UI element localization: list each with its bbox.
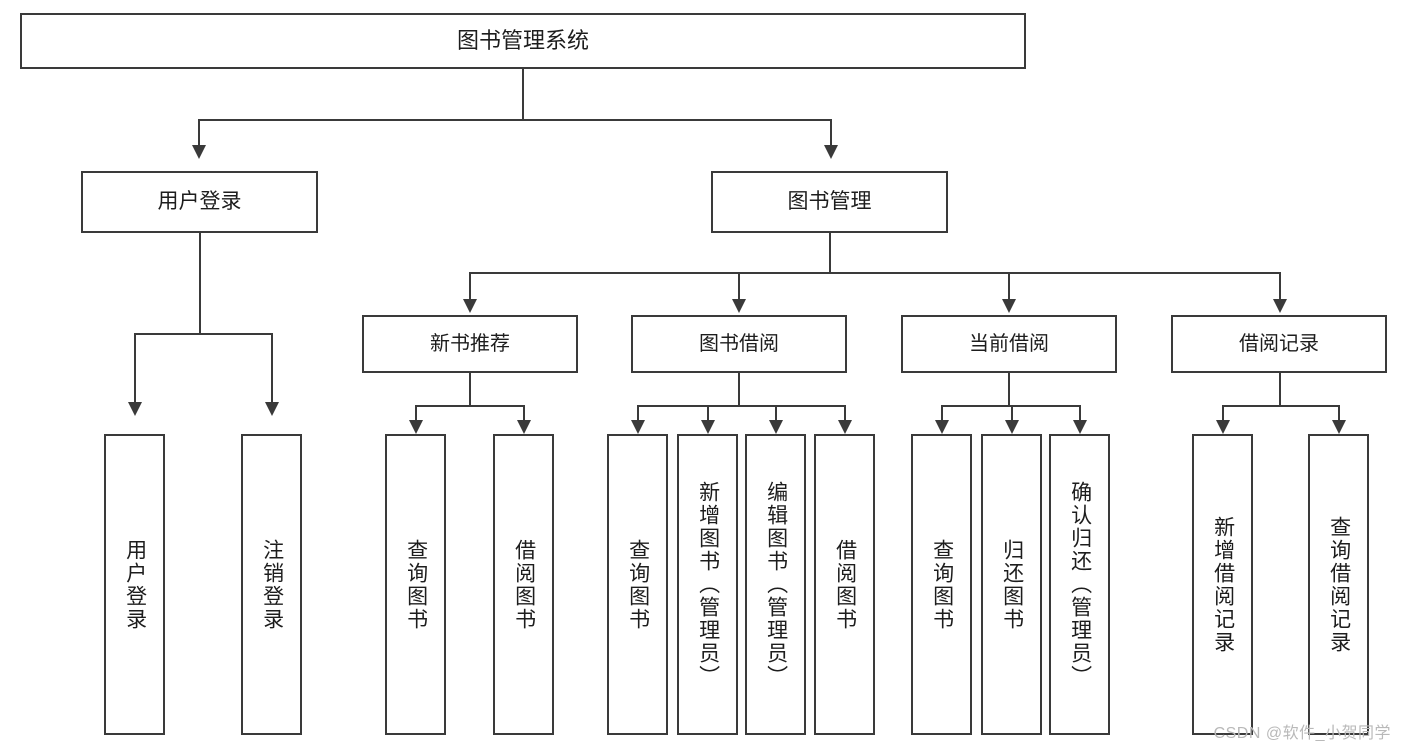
connector-bb-to-leaf-3 [775, 405, 777, 421]
connector-br-to-leaf-2 [1338, 405, 1340, 421]
connector-bb-to-leaf-1 [637, 405, 639, 421]
connector-book-borrow-stem [738, 373, 740, 406]
arrowhead-bb-to-leaf-2 [701, 420, 715, 434]
connector-root-stem [522, 69, 524, 120]
arrowhead-bb-to-leaf-3 [769, 420, 783, 434]
connector-cb-to-leaf-1 [941, 405, 943, 421]
leaf-label: 新增图书（管理员） [696, 481, 720, 688]
arrowhead-bm-to-new-book [463, 299, 477, 313]
leaf-label: 编辑图书（管理员） [764, 481, 788, 688]
leaf-user-logout[interactable]: 注销登录 [241, 434, 302, 735]
arrowhead-br-to-leaf-1 [1216, 420, 1230, 434]
leaf-confirm-return-admin[interactable]: 确认归还（管理员） [1049, 434, 1110, 735]
connector-nb-to-leaf-1 [415, 405, 417, 421]
leaf-label: 查询图书 [404, 538, 428, 631]
connector-new-book-bus [415, 405, 524, 407]
arrowhead-cb-to-leaf-1 [935, 420, 949, 434]
leaf-query-borrow-record[interactable]: 查询借阅记录 [1308, 434, 1369, 735]
connector-borrow-record-bus [1222, 405, 1339, 407]
arrowhead-user-login-to-leaf-1 [128, 402, 142, 416]
leaf-label: 查询图书 [930, 538, 954, 631]
arrowhead-cb-to-leaf-2 [1005, 420, 1019, 434]
connector-current-borrow-stem [1008, 373, 1010, 406]
leaf-query-book-current[interactable]: 查询图书 [911, 434, 972, 735]
connector-bm-to-new-book [469, 272, 471, 300]
arrowhead-root-to-book-management [824, 145, 838, 159]
connector-root-to-book-management [830, 119, 832, 146]
leaf-label: 用户登录 [123, 538, 147, 631]
connector-book-borrow-bus [637, 405, 845, 407]
connector-borrow-record-stem [1279, 373, 1281, 406]
connector-cb-to-leaf-3 [1079, 405, 1081, 421]
node-root-system[interactable]: 图书管理系统 [20, 13, 1026, 69]
node-borrow-record[interactable]: 借阅记录 [1171, 315, 1387, 373]
connector-user-login-to-leaf-1 [134, 333, 136, 403]
leaf-user-login[interactable]: 用户登录 [104, 434, 165, 735]
leaf-borrow-book-borrow[interactable]: 借阅图书 [814, 434, 875, 735]
arrowhead-br-to-leaf-2 [1332, 420, 1346, 434]
leaf-borrow-book-new-recommend[interactable]: 借阅图书 [493, 434, 554, 735]
leaf-label: 查询借阅记录 [1327, 515, 1351, 654]
leaf-label: 借阅图书 [512, 538, 536, 631]
leaf-label: 查询图书 [626, 538, 650, 631]
node-current-borrow[interactable]: 当前借阅 [901, 315, 1117, 373]
connector-bm-to-borrow-record [1279, 272, 1281, 300]
node-book-borrow[interactable]: 图书借阅 [631, 315, 847, 373]
leaf-label: 借阅图书 [833, 538, 857, 631]
arrowhead-bm-to-borrow-record [1273, 299, 1287, 313]
leaf-edit-book-admin[interactable]: 编辑图书（管理员） [745, 434, 806, 735]
arrowhead-user-login-to-leaf-2 [265, 402, 279, 416]
arrowhead-bb-to-leaf-1 [631, 420, 645, 434]
arrowhead-nb-to-leaf-2 [517, 420, 531, 434]
connector-bb-to-leaf-4 [844, 405, 846, 421]
arrowhead-bb-to-leaf-4 [838, 420, 852, 434]
arrowhead-bm-to-current-borrow [1002, 299, 1016, 313]
leaf-add-borrow-record[interactable]: 新增借阅记录 [1192, 434, 1253, 735]
leaf-label: 新增借阅记录 [1211, 515, 1235, 654]
connector-user-login-stem [199, 233, 201, 334]
leaf-query-book-new-recommend[interactable]: 查询图书 [385, 434, 446, 735]
node-user-login[interactable]: 用户登录 [81, 171, 318, 233]
connector-nb-to-leaf-2 [523, 405, 525, 421]
arrowhead-nb-to-leaf-1 [409, 420, 423, 434]
leaf-label: 归还图书 [1000, 538, 1024, 631]
connector-bm-to-book-borrow [738, 272, 740, 300]
connector-cb-to-leaf-2 [1011, 405, 1013, 421]
connector-br-to-leaf-1 [1222, 405, 1224, 421]
leaf-query-book-borrow[interactable]: 查询图书 [607, 434, 668, 735]
connector-user-login-to-leaf-2 [271, 333, 273, 403]
connector-book-management-bus [469, 272, 1280, 274]
node-book-management[interactable]: 图书管理 [711, 171, 948, 233]
leaf-add-book-admin[interactable]: 新增图书（管理员） [677, 434, 738, 735]
connector-root-bus [198, 119, 832, 121]
arrowhead-bm-to-book-borrow [732, 299, 746, 313]
connector-user-login-bus [134, 333, 272, 335]
arrowhead-root-to-user-login [192, 145, 206, 159]
connector-bb-to-leaf-2 [707, 405, 709, 421]
connector-new-book-stem [469, 373, 471, 406]
node-new-book-recommend[interactable]: 新书推荐 [362, 315, 578, 373]
leaf-label: 确认归还（管理员） [1068, 481, 1092, 688]
leaf-return-book[interactable]: 归还图书 [981, 434, 1042, 735]
connector-bm-to-current-borrow [1008, 272, 1010, 300]
connector-current-borrow-bus [941, 405, 1080, 407]
leaf-label: 注销登录 [260, 538, 284, 631]
connector-book-management-stem [829, 233, 831, 273]
connector-root-to-user-login [198, 119, 200, 146]
csdn-watermark: CSDN @软件_小贺同学 [1213, 725, 1391, 742]
arrowhead-cb-to-leaf-3 [1073, 420, 1087, 434]
